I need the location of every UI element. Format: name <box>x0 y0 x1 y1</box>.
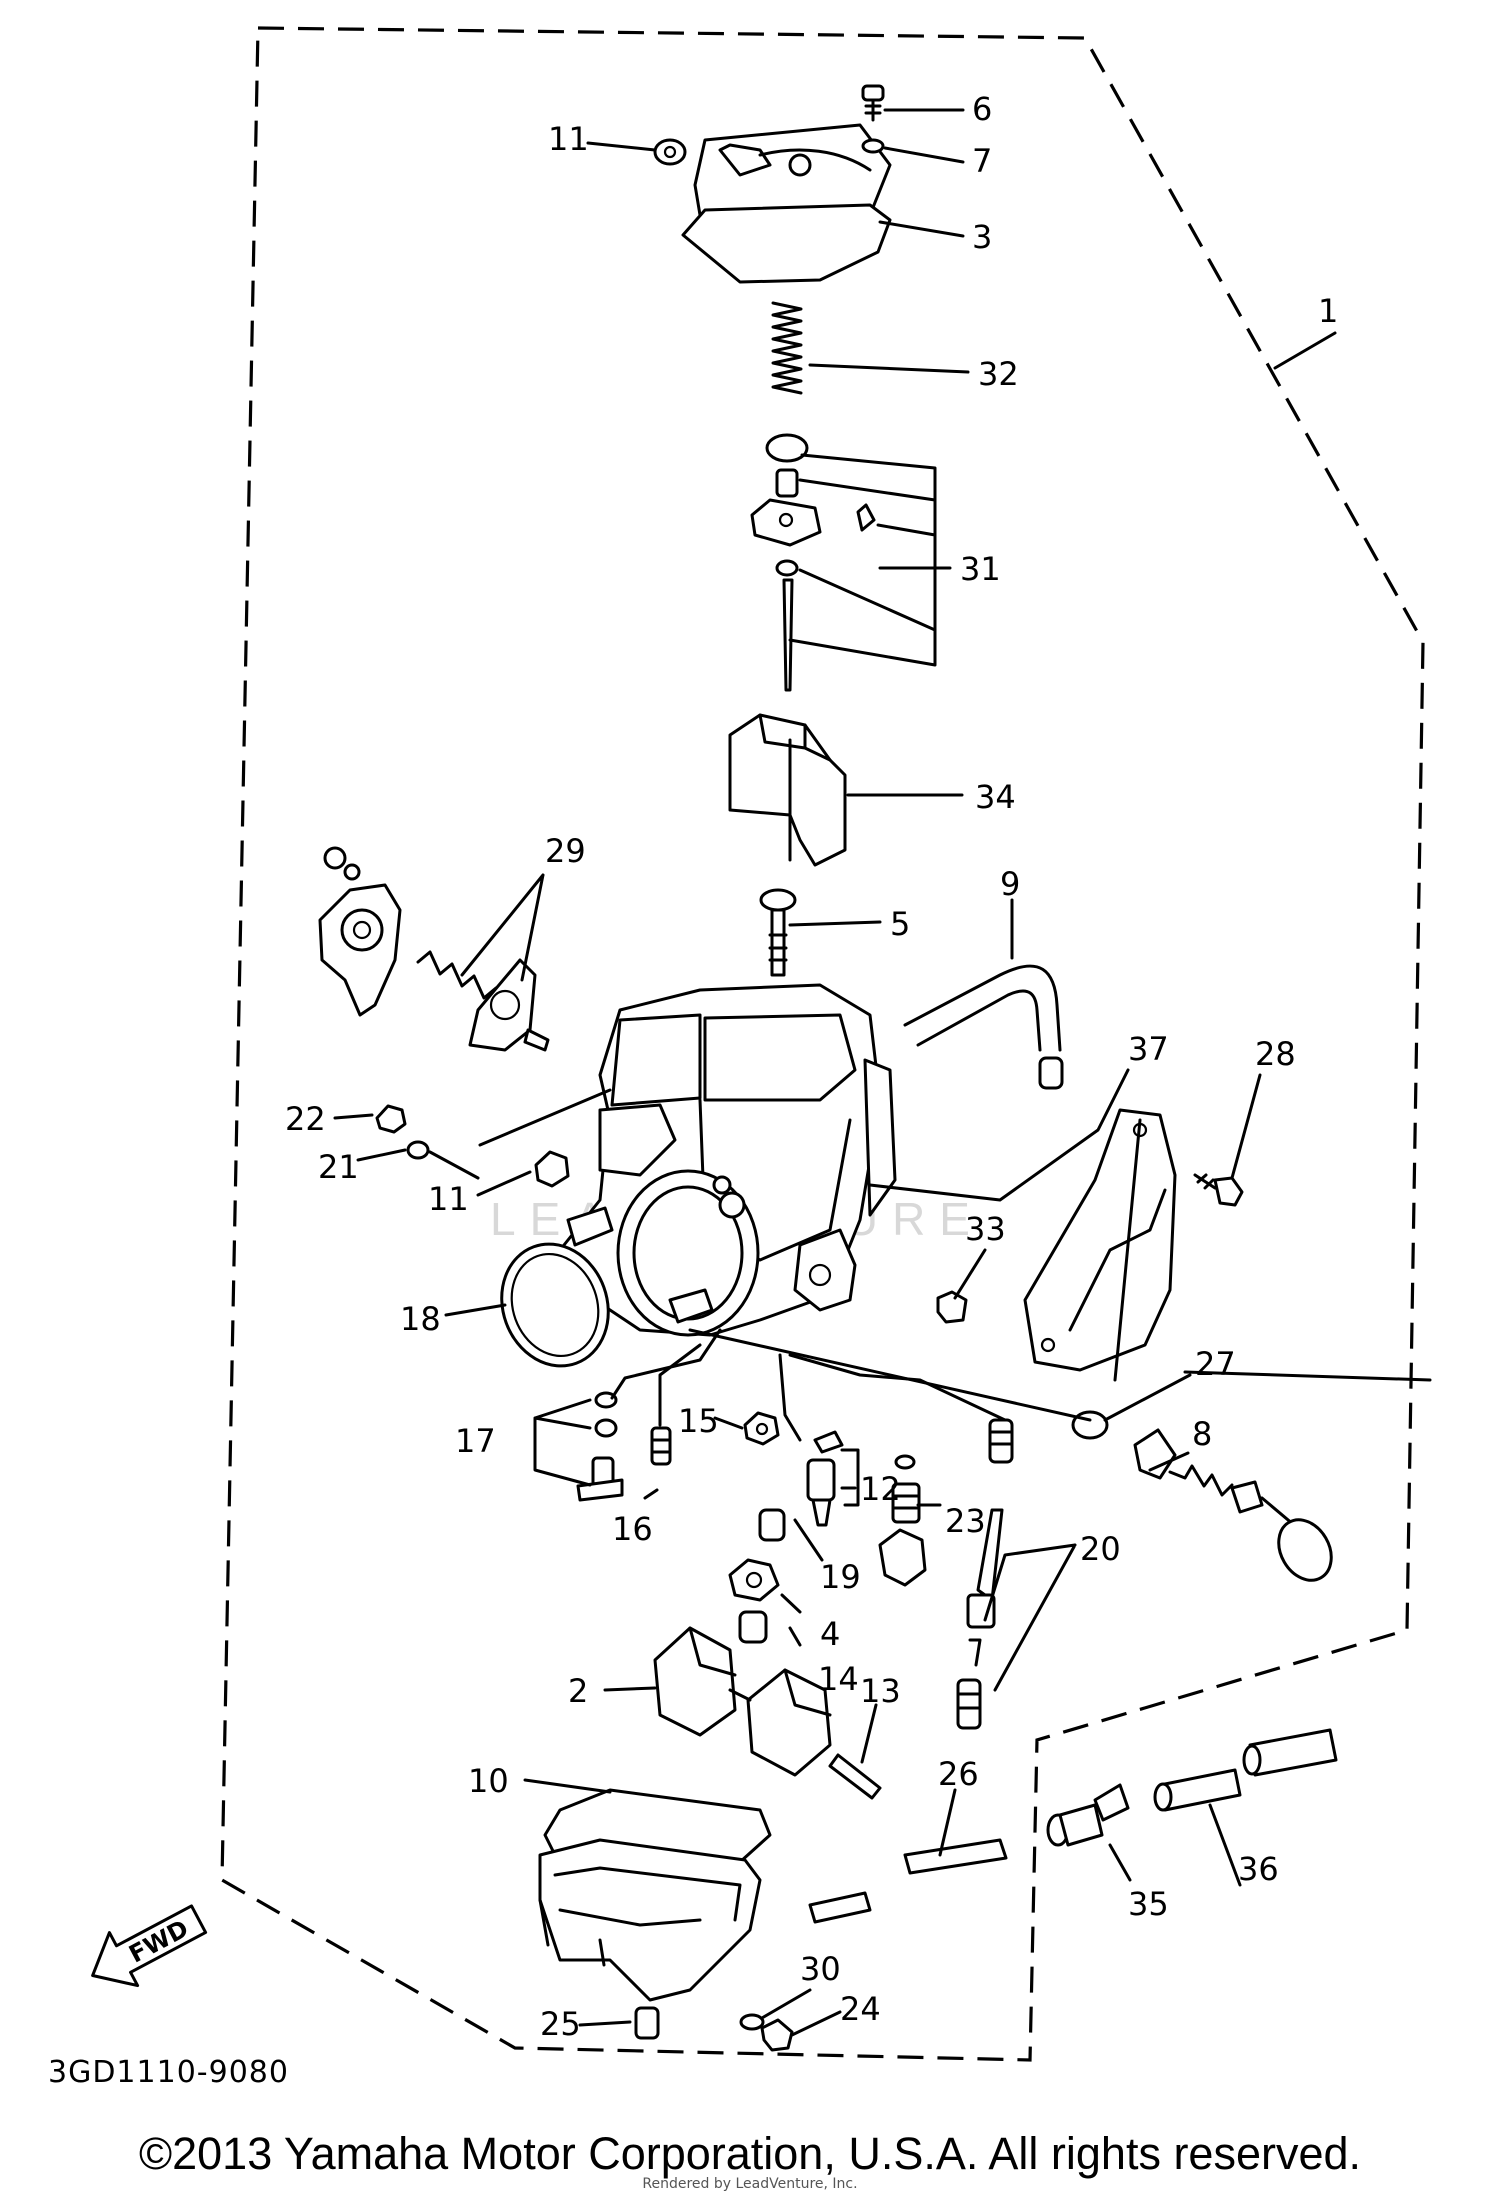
side-cover-37 <box>1023 1108 1177 1372</box>
o-ring-18 <box>500 1242 610 1368</box>
o-ring-17a <box>594 1391 618 1409</box>
drain-screw-25 <box>634 2006 660 2040</box>
callout-8: 8 <box>1192 1415 1212 1453</box>
callout-2: 2 <box>568 1672 588 1710</box>
callout-4: 4 <box>820 1615 840 1653</box>
washer-30 <box>739 2013 765 2031</box>
nut-22 <box>375 1104 407 1134</box>
pilot-screw-17 <box>576 1456 624 1502</box>
callout-26: 26 <box>938 1755 979 1793</box>
callout-37: 37 <box>1128 1030 1169 1068</box>
top-cover <box>693 123 892 232</box>
pump-diaphragm-29 <box>468 958 550 1052</box>
callout-21: 21 <box>318 1148 359 1186</box>
callout-13: 13 <box>860 1672 901 1710</box>
float-bowl <box>538 1838 762 2002</box>
washer-21 <box>406 1140 430 1160</box>
callout-24: 24 <box>840 1990 881 2028</box>
copyright-notice: ©2013 Yamaha Motor Corporation, U.S.A. A… <box>138 2128 1362 2179</box>
cover-gasket <box>681 203 892 284</box>
callout-10: 10 <box>468 1762 509 1800</box>
callout-31: 31 <box>960 550 1001 588</box>
callout-7: 7 <box>972 142 992 180</box>
needle-jet-4 <box>728 1558 780 1602</box>
callout-16: 16 <box>612 1510 653 1548</box>
nut-11-body <box>534 1150 570 1188</box>
spring-20b <box>956 1678 982 1730</box>
screw-6 <box>861 84 885 122</box>
hose-end-9 <box>1038 1056 1064 1090</box>
callout-5: 5 <box>890 905 910 943</box>
drain-bolt-24 <box>760 2018 794 2052</box>
washer-17b <box>594 1418 618 1438</box>
washer-7 <box>861 138 885 154</box>
nut-11-top <box>653 138 687 166</box>
assembly-boundary <box>220 26 1425 2062</box>
callout-23: 23 <box>945 1502 986 1540</box>
callout-32: 32 <box>978 355 1019 393</box>
callout-22: 22 <box>285 1100 326 1138</box>
callout-28: 28 <box>1255 1035 1296 1073</box>
tube-26 <box>808 1838 1008 1924</box>
callout-29: 29 <box>545 832 586 870</box>
callout-12: 12 <box>860 1470 901 1508</box>
callout-17: 17 <box>455 1422 496 1460</box>
throttle-spring-32 <box>771 301 803 395</box>
hose-9 <box>903 964 1062 1052</box>
float-pin-13 <box>828 1753 882 1800</box>
main-jet-19 <box>758 1508 786 1542</box>
callout-labels: 11 6 7 3 1 32 31 34 5 9 29 37 28 22 21 1… <box>285 90 1338 2043</box>
fitting-35 <box>1046 1783 1130 1847</box>
callout-34: 34 <box>975 778 1016 816</box>
hose-9-outline <box>916 989 1042 1052</box>
rendered-by-note: Rendered by LeadVenture, Inc. <box>642 2176 858 2192</box>
callout-6: 6 <box>972 90 992 128</box>
callout-11-body: 11 <box>428 1180 469 1218</box>
callout-18: 18 <box>400 1300 441 1338</box>
jet-holder-14 <box>738 1610 768 1644</box>
callout-35: 35 <box>1128 1885 1169 1923</box>
carburetor-body <box>558 983 897 1337</box>
callout-1: 1 <box>1318 292 1338 330</box>
spring-20a <box>988 1418 1014 1464</box>
needle-valve-12 <box>806 1430 844 1527</box>
tube-36 <box>1153 1728 1338 1812</box>
plug-33 <box>936 1290 968 1324</box>
callout-14: 14 <box>818 1660 859 1698</box>
idle-screw-8 <box>1133 1428 1333 1582</box>
callout-9: 9 <box>1000 865 1020 903</box>
starter-plunger-23 <box>878 1454 927 1587</box>
callout-3: 3 <box>972 218 992 256</box>
float-2 <box>653 1626 832 1777</box>
callout-30: 30 <box>800 1950 841 1988</box>
leader-lines <box>333 108 1432 2037</box>
pump-cover-29 <box>318 846 402 1017</box>
pilot-jet-16 <box>650 1426 672 1466</box>
callout-19: 19 <box>820 1558 861 1596</box>
drawing-code: 3GD1110-9080 <box>48 2055 289 2090</box>
callout-33: 33 <box>965 1210 1006 1248</box>
callout-36: 36 <box>1238 1850 1279 1888</box>
callout-25: 25 <box>540 2005 581 2043</box>
needle-jet-set-31 <box>750 433 876 692</box>
callout-11-top: 11 <box>548 120 589 158</box>
callout-27: 27 <box>1195 1345 1236 1383</box>
callout-20: 20 <box>1080 1530 1121 1568</box>
callout-15: 15 <box>678 1402 719 1440</box>
screw-28 <box>1193 1173 1244 1207</box>
plunger-20 <box>966 1508 1004 1667</box>
screw-5 <box>759 888 797 977</box>
throttle-valve-34 <box>728 713 847 867</box>
o-ring-18-inner <box>510 1252 600 1358</box>
fwd-arrow: FWD <box>91 1904 208 1988</box>
nut-15 <box>743 1411 780 1446</box>
